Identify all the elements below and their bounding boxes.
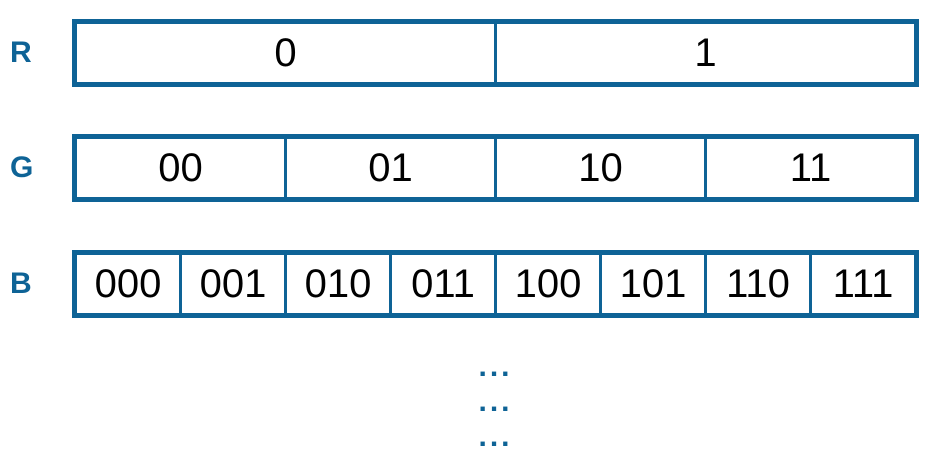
- continuation-ellipses: ... ... ...: [72, 349, 919, 454]
- row-g: G 00 01 10 11: [0, 134, 938, 202]
- r-bit-cell-1: 1: [494, 24, 914, 82]
- ellipsis-line-2: ...: [478, 385, 513, 418]
- b-bit-cell-2: 010: [284, 255, 389, 313]
- row-b: B 000 001 010 011 100 101 110 111: [0, 250, 938, 318]
- r-bit-cell-0: 0: [274, 30, 297, 75]
- b-bit-cell-1: 001: [179, 255, 284, 313]
- b-bit-cell-4: 100: [494, 255, 599, 313]
- b-bit-cell-5: 101: [599, 255, 704, 313]
- ellipsis-line-1: ...: [478, 350, 513, 383]
- b-bit-cell-3: 011: [389, 255, 494, 313]
- r-bit-box: 0 1: [72, 19, 919, 87]
- row-label-g: G: [10, 151, 34, 184]
- g-bit-box: 00 01 10 11: [72, 134, 919, 202]
- g-bit-cell-0: 00: [158, 145, 203, 190]
- b-bit-cell-0: 000: [94, 261, 162, 306]
- row-r: R 0 1: [0, 19, 938, 87]
- b-bit-cell-6: 110: [704, 255, 809, 313]
- b-bit-cell-7: 111: [809, 255, 914, 313]
- g-bit-cell-1: 01: [284, 139, 494, 197]
- ellipsis-line-3: ...: [478, 420, 513, 453]
- b-bit-box: 000 001 010 011 100 101 110 111: [72, 250, 919, 318]
- row-label-b: B: [10, 267, 33, 300]
- g-bit-cell-2: 10: [494, 139, 704, 197]
- g-bit-cell-3: 11: [704, 139, 914, 197]
- row-label-r: R: [10, 36, 33, 69]
